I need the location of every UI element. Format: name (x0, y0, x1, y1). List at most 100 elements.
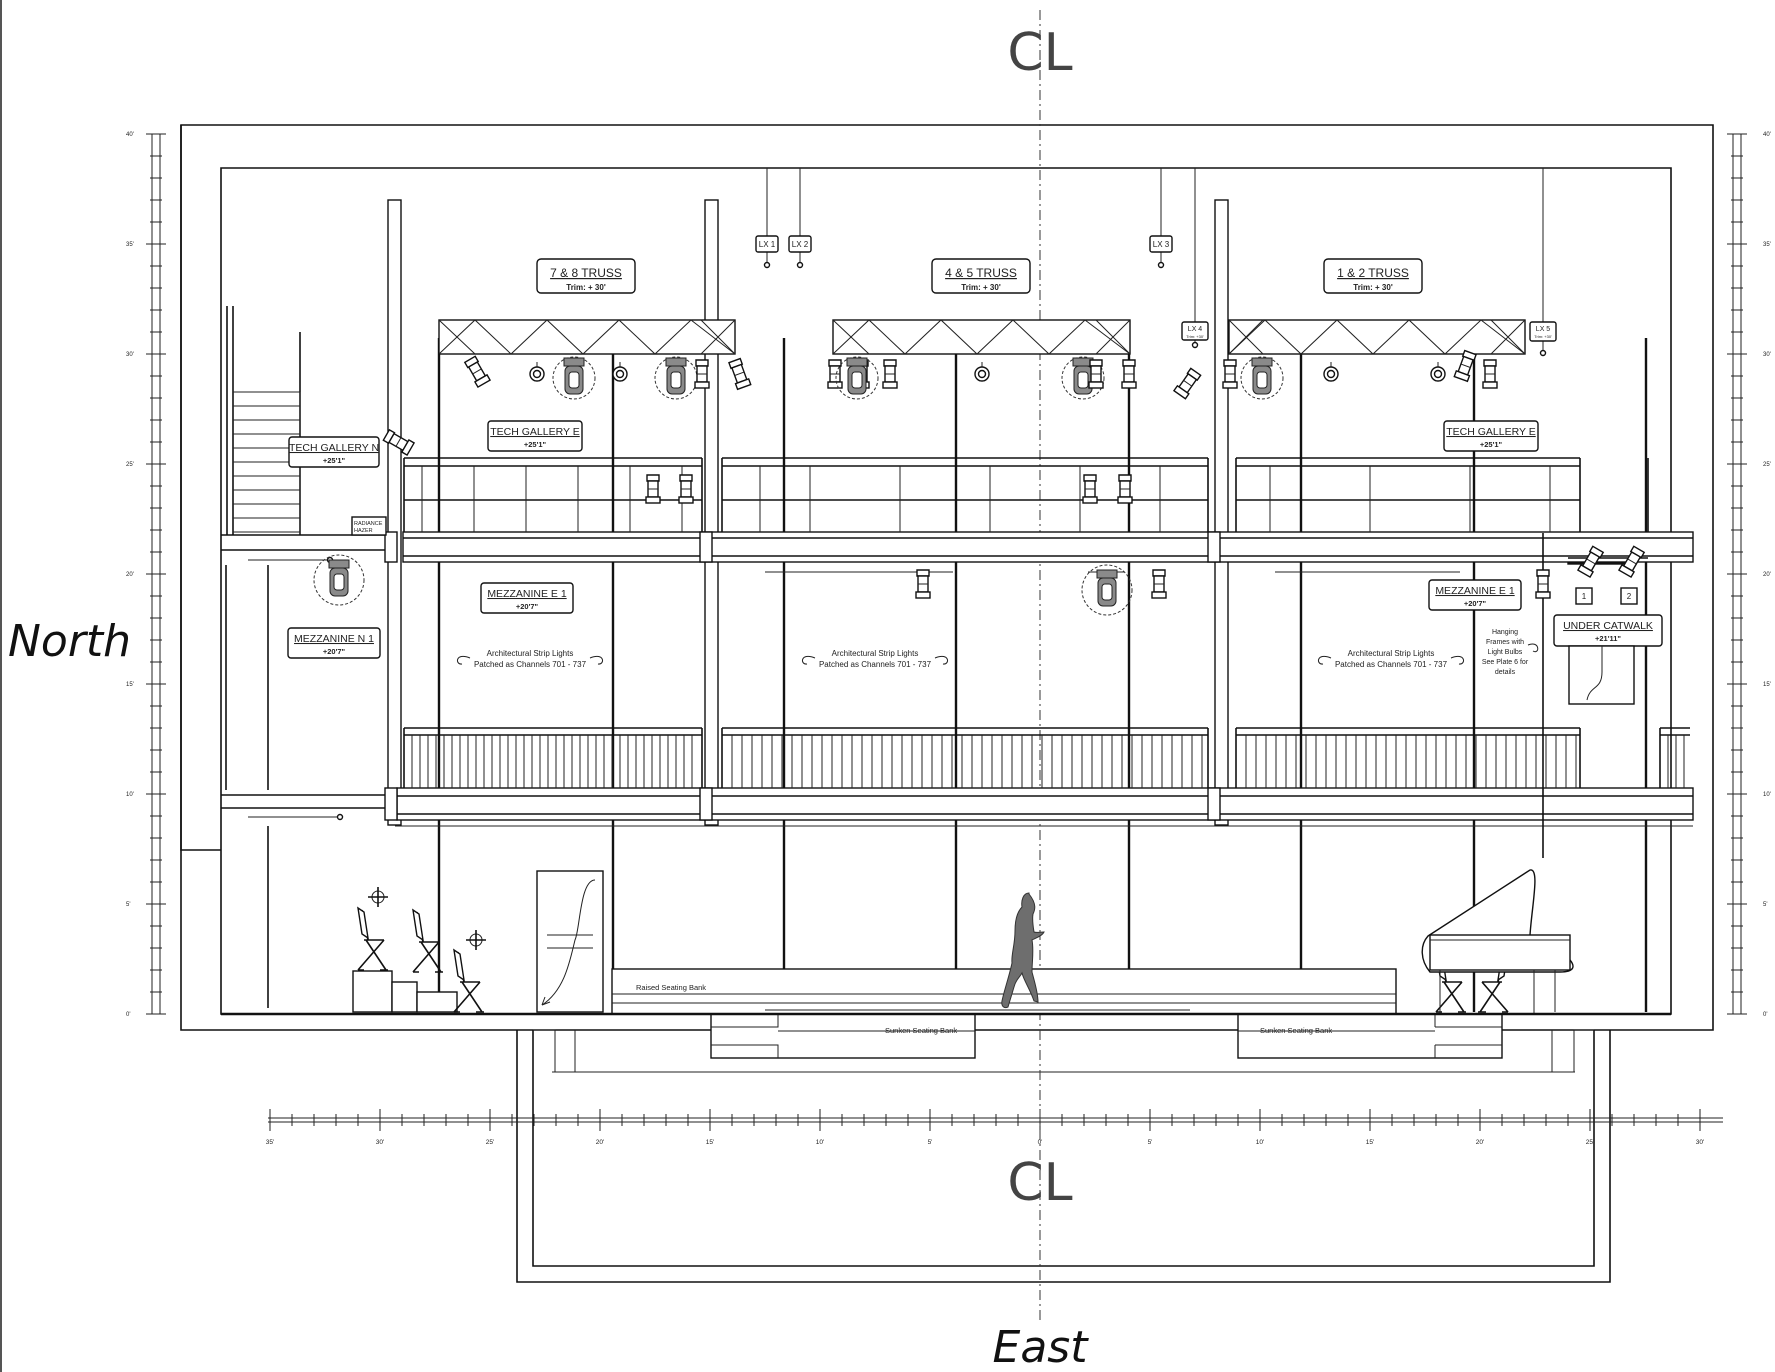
folding-chair (357, 906, 388, 971)
svg-text:Sunken Seating Bank: Sunken Seating Bank (885, 1026, 957, 1035)
spot-fixture (1453, 349, 1477, 383)
truss-1-2 (1228, 319, 1526, 355)
moving-head-fixture (552, 356, 596, 400)
spot-fixture (1172, 367, 1202, 400)
vertical-scale-label-left: 20' (126, 572, 134, 578)
label-under-catwalk: UNDER CATWALK +21'11" (1553, 614, 1663, 647)
lx-1-tag: LX 1 (755, 235, 779, 253)
truss-label-1-2: 1 & 2 TRUSS Trim: + 30' (1323, 258, 1423, 294)
horizontal-scale-label: 20' (1476, 1139, 1484, 1146)
spot-fixture (882, 359, 898, 389)
vertical-scale-label-left: 40' (126, 132, 134, 138)
svg-text:Trim: + 30': Trim: + 30' (1353, 283, 1393, 292)
svg-text:Light Bulbs: Light Bulbs (1488, 649, 1523, 656)
svg-text:+25'1": +25'1" (1480, 440, 1503, 449)
lx-2-tag: LX 2 (788, 235, 812, 253)
svg-text:Trim: +30': Trim: +30' (1534, 334, 1552, 339)
truss-label-7-8: 7 & 8 TRUSS Trim: + 30' (536, 258, 636, 294)
svg-text:Trim: +30': Trim: +30' (1186, 334, 1204, 339)
spot-fixture (1222, 359, 1238, 389)
svg-text:4 & 5 TRUSS: 4 & 5 TRUSS (945, 266, 1017, 280)
svg-text:+20'7": +20'7" (516, 602, 539, 611)
svg-text:+25'1": +25'1" (524, 440, 547, 449)
vertical-scale-label-right: 35' (1763, 242, 1771, 248)
truss-4-5 (832, 319, 1131, 355)
spot-fixture (1117, 474, 1133, 504)
svg-text:Hanging: Hanging (1492, 629, 1518, 636)
under-catwalk-frame: 1 2 (1567, 557, 1648, 705)
svg-text:Frames with: Frames with (1486, 639, 1524, 646)
sunken-seating-bank-west: Sunken Seating Bank (710, 1013, 976, 1059)
moving-head-fixture (1081, 564, 1133, 616)
moving-head-fixture (1061, 356, 1105, 400)
spot-fixture (1082, 474, 1098, 504)
vertical-scale-label-right: 40' (1763, 132, 1771, 138)
spot-fixture (1088, 359, 1104, 389)
svg-text:2: 2 (1627, 592, 1632, 601)
par-fixture (1323, 362, 1339, 382)
truss-label-4-5: 4 & 5 TRUSS Trim: + 30' (931, 258, 1031, 294)
strip-lights-note-west: Architectural Strip Lights Patched as Ch… (457, 649, 603, 669)
strip-lights-note-center: Architectural Strip Lights Patched as Ch… (802, 649, 948, 669)
svg-text:TECH GALLERY N: TECH GALLERY N (289, 442, 379, 454)
label-mezzanine-e-1-east: MEZZANINE E 1 +20'7" (1428, 579, 1522, 611)
mezzanine-railing (403, 727, 1690, 788)
svg-text:LX 3: LX 3 (1153, 240, 1170, 249)
par-fixture (974, 362, 990, 382)
vertical-scale-label-left: 25' (126, 462, 134, 468)
label-mezzanine-e-1-west: MEZZANINE E 1 +20'7" (480, 582, 574, 614)
svg-text:Patched as Channels 701 - 737: Patched as Channels 701 - 737 (819, 660, 932, 669)
svg-text:LX 4: LX 4 (1188, 326, 1203, 333)
svg-text:HAZER: HAZER (354, 528, 373, 534)
spot-fixture (915, 569, 931, 599)
svg-text:LX 1: LX 1 (759, 240, 776, 249)
svg-text:See Plate 6 for: See Plate 6 for (1482, 659, 1529, 666)
radiance-hazer: RADIANCE HAZER (351, 516, 387, 536)
grand-piano (1421, 869, 1574, 1013)
vertical-scale-label-right: 0' (1763, 1012, 1767, 1018)
vertical-scale-label-left: 0' (126, 1012, 130, 1018)
spot-fixture (678, 474, 694, 504)
spot-fixture (827, 359, 843, 389)
spot-fixture (382, 428, 416, 457)
vertical-scale-label-right: 5' (1763, 902, 1767, 908)
svg-text:Trim: + 30': Trim: + 30' (961, 283, 1001, 292)
svg-text:TECH GALLERY E: TECH GALLERY E (1446, 426, 1535, 438)
vertical-scale-label-left: 10' (126, 792, 134, 798)
door (536, 870, 604, 1013)
east-label: East (993, 1322, 1090, 1372)
par-fixture (1430, 362, 1446, 382)
horizontal-scale-label: 35' (266, 1139, 274, 1146)
lx-5-tag: LX 5 Trim: +30' (1529, 321, 1557, 342)
moving-head-fixture (654, 356, 698, 400)
lx-4-tag: LX 4 Trim: +30' (1181, 321, 1209, 341)
truss-7-8 (438, 319, 736, 355)
vertical-scale-label-left: 35' (126, 242, 134, 248)
spot-fixture (728, 357, 752, 391)
svg-text:MEZZANINE E 1: MEZZANINE E 1 (487, 588, 567, 600)
svg-text:MEZZANINE N 1: MEZZANINE N 1 (294, 633, 374, 645)
vertical-scale-label-right: 10' (1763, 792, 1771, 798)
centerline-symbol-bottom: CL (1007, 1153, 1072, 1213)
svg-text:Architectural Strip Lights: Architectural Strip Lights (832, 649, 919, 658)
focus-markers (368, 887, 486, 950)
spot-fixture (463, 355, 492, 389)
svg-text:Patched as Channels 701 - 737: Patched as Channels 701 - 737 (474, 660, 587, 669)
svg-text:LX 5: LX 5 (1536, 326, 1551, 333)
moving-head-fixture (1240, 356, 1284, 400)
spot-fixture (1535, 569, 1551, 599)
horizontal-scale-label: 15' (706, 1139, 714, 1146)
spot-fixture (694, 359, 710, 389)
svg-text:Sunken Seating Bank: Sunken Seating Bank (1260, 1026, 1332, 1035)
moving-head-fixture (835, 356, 879, 400)
folding-chair (453, 948, 484, 1013)
lx-3-tag: LX 3 (1149, 235, 1173, 253)
mezzanine-deck (384, 787, 1694, 827)
horizontal-scale-label: 5' (1148, 1139, 1153, 1146)
horizontal-scale-label: 25' (1586, 1139, 1594, 1146)
horizontal-scale-label: 10' (816, 1139, 824, 1146)
horizontal-scale-label: 30' (1696, 1139, 1704, 1146)
building-shell (180, 124, 1714, 1283)
label-tech-gallery-e-east: TECH GALLERY E +25'1" (1443, 420, 1539, 452)
svg-text:TECH GALLERY E: TECH GALLERY E (490, 426, 579, 438)
